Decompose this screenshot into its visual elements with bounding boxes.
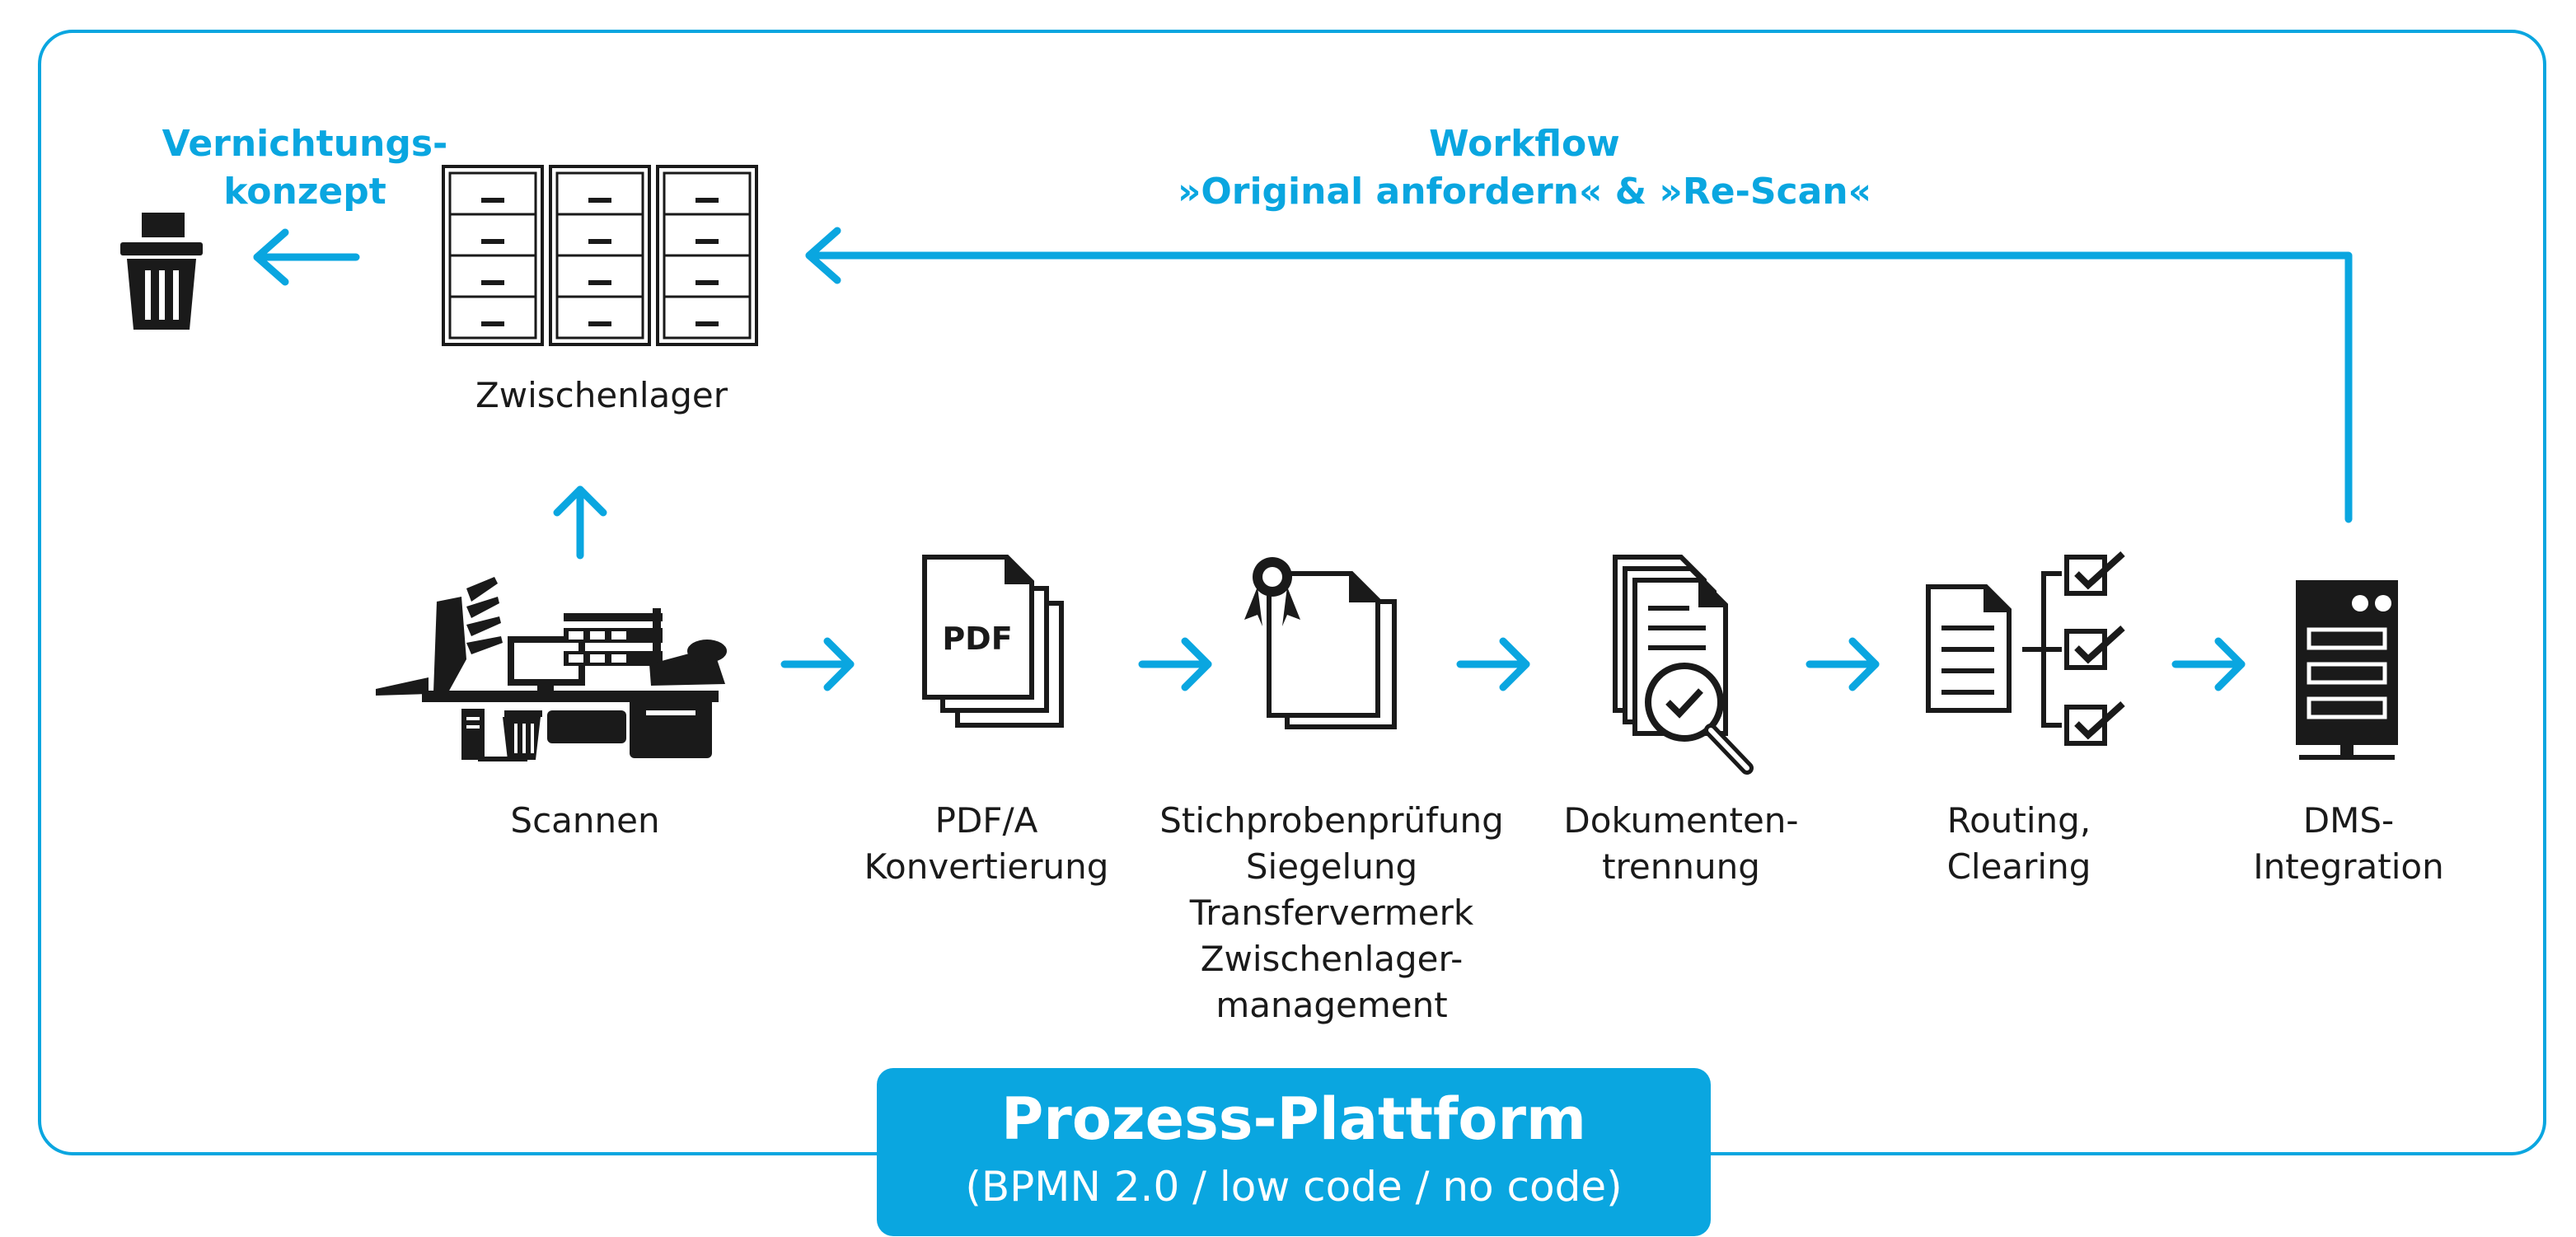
destruction-line-1: Vernichtungs- bbox=[162, 123, 448, 165]
routing-checklist-icon bbox=[1926, 551, 2125, 746]
arrow-step-1 bbox=[780, 637, 855, 691]
step-label-line: trennung bbox=[1602, 846, 1760, 887]
arrow-step-5 bbox=[2171, 637, 2246, 691]
step-label-line: Siegelung bbox=[1245, 846, 1418, 887]
server-icon bbox=[2296, 580, 2398, 760]
step-label-line: management bbox=[1215, 985, 1448, 1025]
process-platform-box: Prozess-Plattform (BPMN 2.0 / low code /… bbox=[877, 1068, 1711, 1236]
step-label-line: Clearing bbox=[1946, 846, 2091, 887]
workflow-feedback-arrow bbox=[805, 227, 2353, 523]
arrow-step-3 bbox=[1456, 637, 1530, 691]
arrow-to-destruction bbox=[253, 228, 360, 286]
arrow-to-storage bbox=[553, 485, 607, 560]
step-label-line: Integration bbox=[2253, 846, 2444, 887]
pdf-label: PDF bbox=[942, 621, 1012, 657]
step-label-line: Stichprobenprüfung bbox=[1159, 800, 1504, 841]
trash-bin-icon bbox=[120, 199, 203, 330]
arrow-step-2 bbox=[1138, 637, 1212, 691]
sealed-document-icon bbox=[1244, 557, 1397, 729]
document-inspection-icon bbox=[1613, 555, 1754, 775]
step-label-scannen: Scannen bbox=[437, 798, 733, 844]
step-label-line: Scannen bbox=[510, 800, 660, 841]
arrow-step-4 bbox=[1806, 637, 1880, 691]
pdf-documents-icon: PDF bbox=[922, 555, 1064, 728]
step-label-line: Transfervermerk bbox=[1189, 893, 1474, 933]
filing-cabinets-icon bbox=[442, 165, 758, 346]
step-arrows bbox=[780, 637, 2246, 691]
step-label-pdfa: PDF/A Konvertierung bbox=[838, 798, 1135, 890]
workflow-line-2: »Original anfordern« & »Re-Scan« bbox=[1177, 171, 1872, 213]
workflow-line-1: Workflow bbox=[1429, 123, 1620, 165]
platform-title: Prozess-Plattform bbox=[1001, 1085, 1586, 1153]
step-label-dms: DMS- Integration bbox=[2225, 798, 2472, 890]
step-label-stichprobe: Stichprobenprüfung Siegelung Transferver… bbox=[1150, 798, 1513, 1028]
step-label-line: Zwischenlager- bbox=[1200, 939, 1464, 979]
step-label-line: Routing, bbox=[1946, 800, 2091, 841]
destruction-line-2: konzept bbox=[223, 171, 386, 213]
destruction-concept-label: Vernichtungs- konzept bbox=[157, 120, 453, 216]
step-label-line: PDF/A bbox=[934, 800, 1038, 841]
step-label-dokumententrennung: Dokumenten- trennung bbox=[1541, 798, 1821, 890]
step-label-routing: Routing, Clearing bbox=[1895, 798, 2143, 890]
step-label-line: Konvertierung bbox=[864, 846, 1109, 887]
platform-subtitle: (BPMN 2.0 / low code / no code) bbox=[965, 1163, 1623, 1211]
step-label-line: Dokumenten- bbox=[1563, 800, 1799, 841]
step-label-line: DMS- bbox=[2302, 800, 2395, 841]
storage-label-text: Zwischenlager bbox=[475, 375, 728, 415]
workflow-label: Workflow »Original anfordern« & »Re-Scan… bbox=[1112, 120, 1937, 216]
scanning-workstation-icon bbox=[376, 577, 727, 761]
storage-label: Zwischenlager bbox=[437, 373, 766, 419]
